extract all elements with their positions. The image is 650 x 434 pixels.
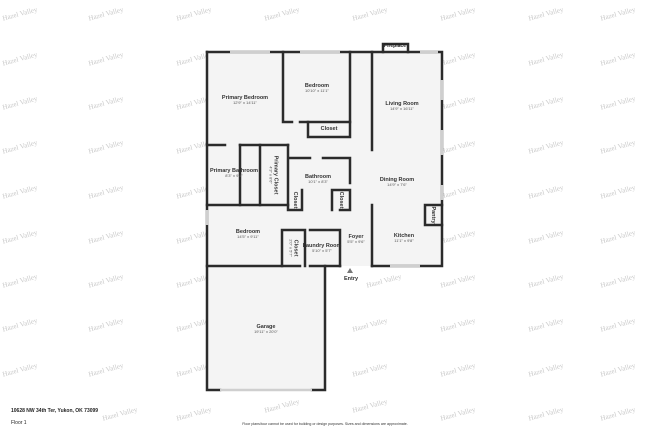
windows [205, 50, 444, 392]
floor-label: Floor 1 [11, 420, 27, 426]
fireplace-label: Fireplace [384, 43, 406, 49]
wall-closet [306, 120, 352, 139]
wall-closet [330, 188, 352, 212]
fireplace-wall [381, 42, 410, 54]
address-label: 10628 NW 34th Ter, Yukon, OK 73099 [11, 408, 99, 414]
wall-bathroom [286, 143, 352, 212]
wall-laundry [280, 228, 342, 268]
room-closet-2: Closet [292, 191, 299, 209]
room-closet-1: Closet [320, 126, 338, 132]
disclaimer: Floor plans/tour cannot be used for buil… [242, 422, 408, 426]
entry-label: Entry [343, 276, 359, 282]
room-pantry: Pantry [430, 206, 437, 224]
room-closet-3: Closet [338, 191, 345, 209]
wall [238, 143, 262, 207]
exterior-wall-left [205, 50, 327, 392]
wall-pantry [423, 203, 444, 227]
entry-arrow-icon [347, 268, 353, 273]
garage-floor [207, 266, 325, 390]
